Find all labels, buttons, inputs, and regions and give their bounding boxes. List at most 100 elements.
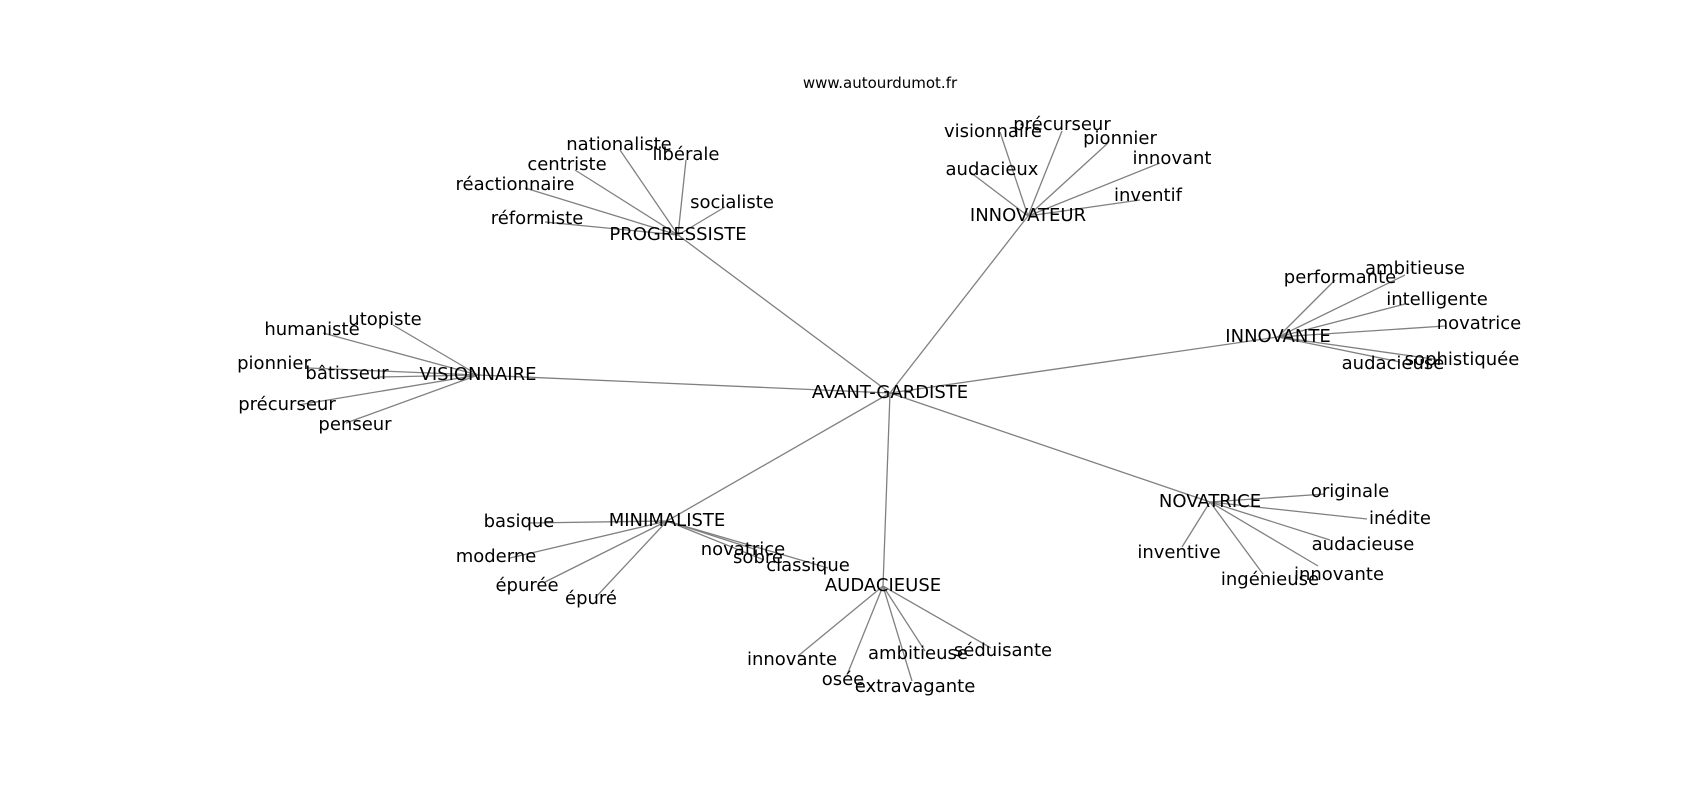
edge-audacieuse-leaf (882, 585, 913, 682)
edge-progressiste-leaf (574, 169, 679, 236)
leaf-node-label[interactable]: ingénieuse (1221, 569, 1319, 590)
edge-innovateur-leaf (1027, 130, 1063, 217)
leaf-node-label[interactable]: précurseur (1013, 114, 1111, 135)
edge-innovante-leaf (1277, 274, 1406, 338)
edge-innovante-leaf (1277, 325, 1446, 338)
graph-labels: AVANT-GARDISTE PROGRESSISTE nationalisteli… (237, 114, 1521, 697)
edge-innovante-leaf (1277, 336, 1401, 363)
edge-innovateur-leaf (1027, 142, 1109, 217)
leaf-node-label[interactable]: novatrice (701, 539, 786, 560)
edge-minimaliste-leaf (666, 520, 765, 561)
leaf-node-label[interactable]: innovante (747, 649, 837, 670)
leaf-node-label[interactable]: centriste (527, 154, 606, 175)
edge-audacieuse-leaf (846, 585, 884, 676)
edge-center-innovante (889, 336, 1279, 394)
center-node-label[interactable]: AVANT-GARDISTE (812, 382, 968, 403)
leaf-node-label[interactable]: sophistiquée (1405, 349, 1520, 370)
edge-audacieuse-leaf (882, 585, 992, 649)
leaf-node-label[interactable]: épuré (565, 588, 617, 609)
leaf-node-label[interactable]: penseur (318, 414, 392, 435)
edge-innovateur-leaf (1027, 199, 1141, 217)
edge-center-novatrice (889, 392, 1211, 503)
edge-novatrice-leaf (1209, 501, 1264, 575)
edge-center-progressiste (677, 234, 891, 394)
leaf-node-label[interactable]: réactionnaire (455, 174, 574, 195)
edge-center-visionnaire (477, 374, 891, 394)
leaf-node-label[interactable]: classique (766, 555, 850, 576)
edge-minimaliste-leaf (527, 520, 668, 524)
edge-center-innovateur (889, 215, 1029, 394)
leaf-node-label[interactable]: pionnier (1083, 128, 1157, 149)
edge-novatrice-leaf (1209, 493, 1326, 503)
leaf-node-label[interactable]: réformiste (491, 208, 584, 229)
edge-center-audacieuse (882, 392, 891, 587)
edge-novatrice-leaf (1209, 501, 1368, 520)
leaf-node-label[interactable]: osée (822, 669, 865, 690)
edge-visionnaire-leaf (345, 374, 479, 424)
edge-progressiste-leaf (619, 149, 679, 236)
leaf-node-label[interactable]: humaniste (264, 319, 359, 340)
leaf-node-label[interactable]: audacieuse (1342, 353, 1445, 374)
hub-node-label[interactable]: INNOVANTE (1225, 326, 1330, 347)
hub-node-label[interactable]: PROGRESSISTE (609, 224, 746, 245)
watermark-text: www.autourdumot.fr (803, 74, 958, 92)
hub-node-label[interactable]: INNOVATEUR (970, 205, 1086, 226)
leaf-node-label[interactable]: audacieuse (1312, 534, 1415, 555)
edge-visionnaire-leaf (322, 332, 479, 376)
leaf-node-label[interactable]: libérale (652, 144, 719, 165)
edge-progressiste-leaf (544, 221, 679, 236)
leaf-node-label[interactable]: originale (1311, 481, 1389, 502)
leaf-node-label[interactable]: innovante (1294, 564, 1384, 585)
leaf-node-label[interactable]: visionnaire (944, 121, 1042, 142)
hub-node-label[interactable]: MINIMALISTE (609, 510, 726, 531)
edge-visionnaire-leaf (392, 324, 479, 376)
edge-audacieuse-leaf (797, 585, 884, 657)
leaf-node-label[interactable]: utopiste (348, 309, 421, 330)
leaf-node-label[interactable]: basique (484, 511, 555, 532)
edge-innovateur-leaf (969, 171, 1029, 217)
edge-visionnaire-leaf (307, 367, 479, 376)
edge-visionnaire-leaf (297, 374, 479, 406)
leaf-node-label[interactable]: extravagante (855, 676, 976, 697)
edge-progressiste-leaf (677, 159, 687, 236)
leaf-node-label[interactable]: pionnier (237, 353, 311, 374)
leaf-node-label[interactable]: inventive (1137, 542, 1220, 563)
leaf-node-label[interactable]: précurseur (238, 394, 336, 415)
leaf-node-label[interactable]: ambitieuse (868, 643, 968, 664)
edge-minimaliste-leaf (594, 520, 668, 599)
edge-innovateur-leaf (1027, 162, 1161, 217)
edge-audacieuse-leaf (882, 585, 926, 652)
edge-visionnaire-leaf (379, 374, 479, 378)
leaf-node-label[interactable]: séduisante (954, 640, 1052, 661)
leaf-node-label[interactable]: épurée (495, 575, 558, 596)
graph-edges (297, 130, 1446, 682)
edge-innovante-leaf (1277, 303, 1406, 338)
edge-innovante-leaf (1277, 279, 1336, 338)
edge-minimaliste-leaf (544, 520, 668, 583)
edge-center-minimaliste (666, 392, 891, 522)
hub-node-label[interactable]: NOVATRICE (1159, 491, 1261, 512)
leaf-node-label[interactable]: performante (1284, 267, 1396, 288)
edge-novatrice-leaf (1181, 501, 1211, 548)
edge-progressiste-leaf (677, 206, 726, 236)
edge-innovante-leaf (1277, 336, 1441, 361)
leaf-node-label[interactable]: intelligente (1386, 289, 1488, 310)
leaf-node-label[interactable]: inédite (1369, 508, 1431, 529)
edge-novatrice-leaf (1209, 501, 1319, 567)
leaf-node-label[interactable]: novatrice (1437, 313, 1522, 334)
edge-progressiste-leaf (524, 187, 679, 236)
edge-minimaliste-leaf (666, 520, 829, 569)
hub-node-label[interactable]: VISIONNAIRE (420, 364, 537, 385)
leaf-node-label[interactable]: audacieux (946, 159, 1039, 180)
leaf-node-label[interactable]: nationaliste (566, 134, 671, 155)
leaf-node-label[interactable]: ambitieuse (1365, 258, 1465, 279)
leaf-node-label[interactable]: moderne (456, 546, 537, 567)
leaf-node-label[interactable]: bâtisseur (305, 363, 389, 384)
leaf-node-label[interactable]: sobre (733, 547, 783, 568)
leaf-node-label[interactable]: socialiste (690, 192, 774, 213)
leaf-node-label[interactable]: inventif (1114, 185, 1183, 206)
hub-node-label[interactable]: AUDACIEUSE (825, 575, 941, 596)
leaf-node-label[interactable]: innovant (1133, 148, 1212, 169)
edge-minimaliste-leaf (509, 520, 668, 559)
